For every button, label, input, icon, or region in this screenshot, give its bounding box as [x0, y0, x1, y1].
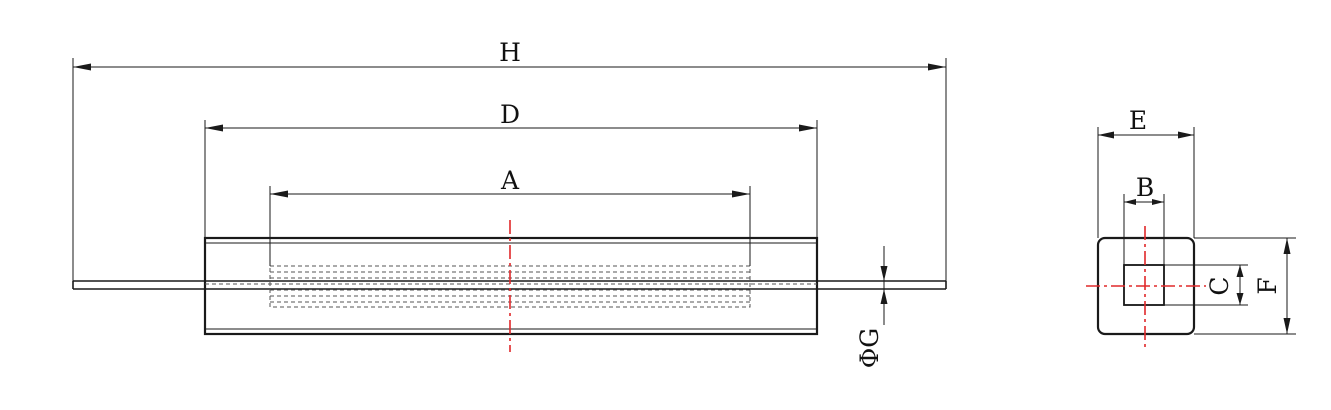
- section-core: [1123, 264, 1165, 306]
- dimension-label-a: A: [500, 166, 520, 195]
- dimension-h: H: [73, 38, 946, 71]
- dimension-label-h: H: [499, 38, 521, 67]
- extension-lines: [72, 58, 947, 281]
- side-view: E B C F: [1086, 106, 1296, 348]
- dimension-label-c: C: [1205, 276, 1234, 295]
- dimension-label-b: B: [1136, 173, 1154, 202]
- dimension-b: B: [1124, 173, 1164, 205]
- dimension-label-g: ΦG: [855, 328, 884, 368]
- dimension-d: D: [205, 100, 817, 132]
- front-view: H D A ΦG: [72, 38, 947, 368]
- dimension-label-d: D: [500, 100, 520, 129]
- resistor-body: [203, 236, 819, 336]
- dimension-g: ΦG: [855, 246, 888, 368]
- side-extension-lines: [1097, 127, 1296, 335]
- dimension-a: A: [270, 166, 750, 198]
- dimension-label-e: E: [1129, 106, 1147, 135]
- resistive-element: [205, 265, 817, 308]
- dimension-label-f: F: [1253, 277, 1282, 294]
- dimension-c: C: [1205, 265, 1244, 305]
- dimension-f: F: [1253, 238, 1291, 334]
- dimension-e: E: [1098, 106, 1194, 139]
